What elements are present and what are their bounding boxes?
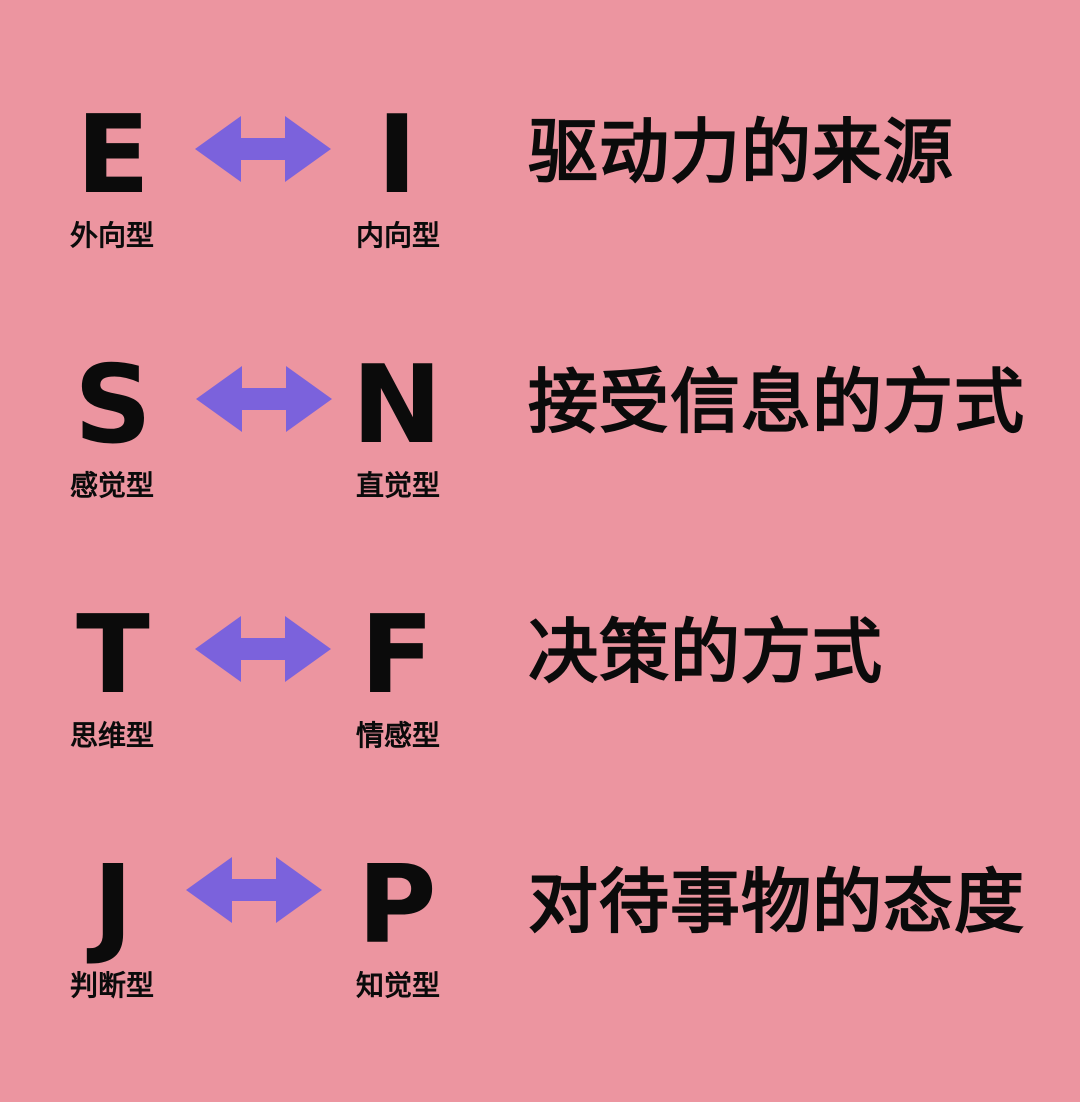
dimension-title: 驱动力的来源 (528, 111, 954, 193)
left-label: 思维型 (69, 719, 154, 752)
dimension-title: 决策的方式 (528, 611, 883, 693)
double-arrow-icon (196, 366, 332, 432)
dimension-title: 对待事物的态度 (528, 861, 1025, 943)
left-label: 外向型 (69, 219, 154, 252)
left-letter: T (76, 593, 150, 718)
mbti-dimension-row-jp: J 判断型 P 知觉型 对待事物的态度 (0, 852, 1080, 1102)
right-letter: N (351, 343, 443, 468)
double-arrow-icon (186, 857, 322, 923)
right-label: 直觉型 (355, 469, 440, 502)
right-label: 内向型 (355, 219, 440, 252)
dimension-title: 接受信息的方式 (528, 361, 1025, 443)
double-arrow-icon (195, 616, 331, 682)
mbti-dimension-row-sn: S 感觉型 N 直觉型 接受信息的方式 (0, 352, 1080, 602)
double-arrow-icon (195, 116, 331, 182)
left-label: 感觉型 (69, 469, 154, 502)
left-letter: E (76, 93, 150, 218)
left-label: 判断型 (69, 969, 154, 1002)
left-letter: J (92, 843, 134, 968)
right-label: 情感型 (355, 719, 440, 752)
right-label: 知觉型 (355, 969, 440, 1002)
right-letter: P (357, 843, 437, 968)
mbti-dimension-row-tf: T 思维型 F 情感型 决策的方式 (0, 602, 1080, 852)
right-letter: I (376, 93, 418, 218)
right-letter: F (360, 593, 434, 718)
left-letter: S (74, 343, 152, 468)
mbti-dimension-row-ei: E 外向型 I 内向型 驱动力的来源 (0, 102, 1080, 352)
